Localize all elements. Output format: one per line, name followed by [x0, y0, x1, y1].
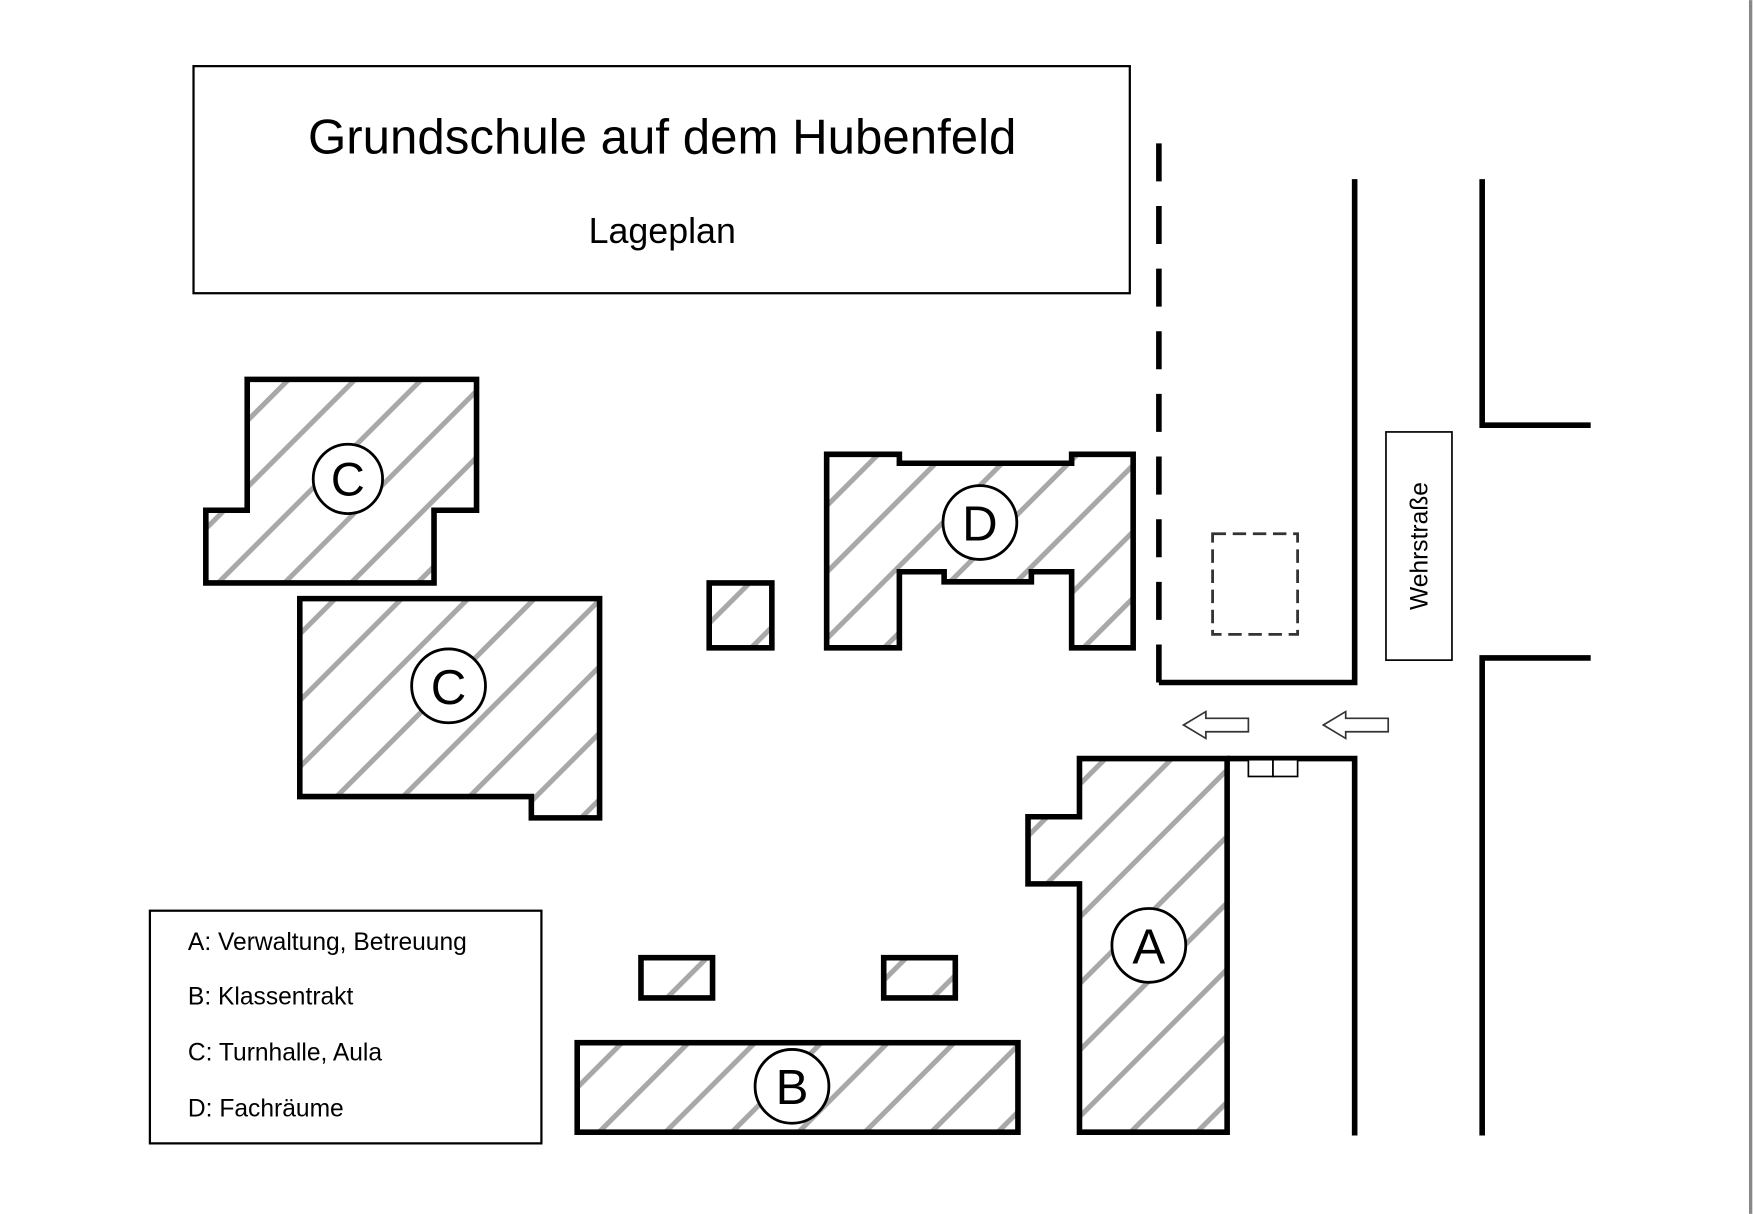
small-building: [880, 954, 959, 1001]
building-b: B: [574, 1039, 1021, 1135]
site-boundaries: [1156, 143, 1591, 1136]
boundary-wall-south: [1227, 755, 1358, 1136]
title-box: Grundschule auf dem Hubenfeld Lageplan: [192, 65, 1131, 295]
building-label: D: [962, 496, 998, 551]
arrow-left-icon: [1181, 710, 1250, 740]
small-building: [638, 954, 716, 1001]
gate-box: [1272, 758, 1299, 778]
gate-box: [1247, 758, 1274, 778]
street-edge-south: [1479, 655, 1591, 1136]
building-label: B: [776, 1060, 809, 1115]
building-a: A: [1025, 755, 1230, 1135]
building-label: C: [331, 453, 365, 506]
street-label: Wehrstraße: [1385, 431, 1453, 661]
page-subtitle: Lageplan: [589, 211, 736, 251]
legend-item: D: Fachräume: [188, 1096, 344, 1123]
legend-item: C: Turnhalle, Aula: [188, 1040, 382, 1067]
street-edge-north: [1479, 179, 1591, 429]
building-c-lower: C: [296, 595, 603, 821]
building-label: C: [431, 660, 467, 715]
legend: A: Verwaltung, Betreuung B: Klassentrakt…: [148, 909, 543, 1145]
legend-item: B: Klassentrakt: [188, 984, 354, 1011]
planned-structure-outline: [1211, 532, 1300, 636]
legend-item: A: Verwaltung, Betreuung: [188, 929, 467, 956]
building-label: A: [1132, 919, 1165, 974]
small-building: [706, 580, 775, 651]
arrow-left-icon: [1321, 710, 1390, 740]
page-title: Grundschule auf dem Hubenfeld: [308, 109, 1016, 164]
street-name: Wehrstraße: [1406, 482, 1433, 610]
boundary-wall-north: [1158, 179, 1358, 686]
building-d: D: [823, 451, 1136, 651]
building-c-upper: C: [203, 376, 480, 586]
